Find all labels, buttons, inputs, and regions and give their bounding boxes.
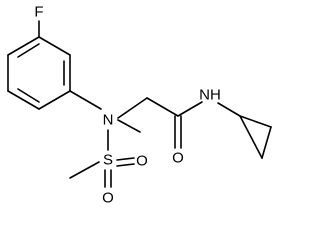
nh-cyclopropyl-bond [217,102,241,117]
ring-n-bond [69,90,102,110]
cyclopropyl-ring [239,115,272,159]
sulfonyl-oxygen-bottom-label: O [102,190,114,207]
amide-oxygen-label: O [172,150,184,167]
s-o-right-bond-b [116,163,135,167]
ring-bond-4 [7,90,40,110]
ring-double-bond-3 [17,43,40,58]
ch2-carbonyl-bond [146,97,179,117]
structure-diagram: F N NH O S O O [7,4,272,207]
cyclopropyl-bond-2 [261,126,272,159]
benzene-ring [7,36,71,110]
ring-bond-1 [38,36,71,56]
cyclopropyl-bond-1 [239,115,272,128]
cyclopropyl-bond-3 [239,115,263,159]
s-o-right-bond-a [116,157,135,161]
ring-bond-6 [7,36,40,56]
n-ch2-bond-2 [117,97,148,119]
n-ch2-bond [117,119,141,133]
ring-bond-3 [38,90,71,110]
fluorine-label: F [34,4,43,21]
amine-nitrogen-label: N [103,112,114,129]
s-methyl-bond [69,161,100,179]
ring-double-bond-2 [17,88,40,103]
sulfonyl-oxygen-right-label: O [136,153,148,170]
amide-nh-label: NH [199,87,221,104]
carbonyl-nh-bond [177,101,203,117]
sulfur-label: S [103,152,113,169]
